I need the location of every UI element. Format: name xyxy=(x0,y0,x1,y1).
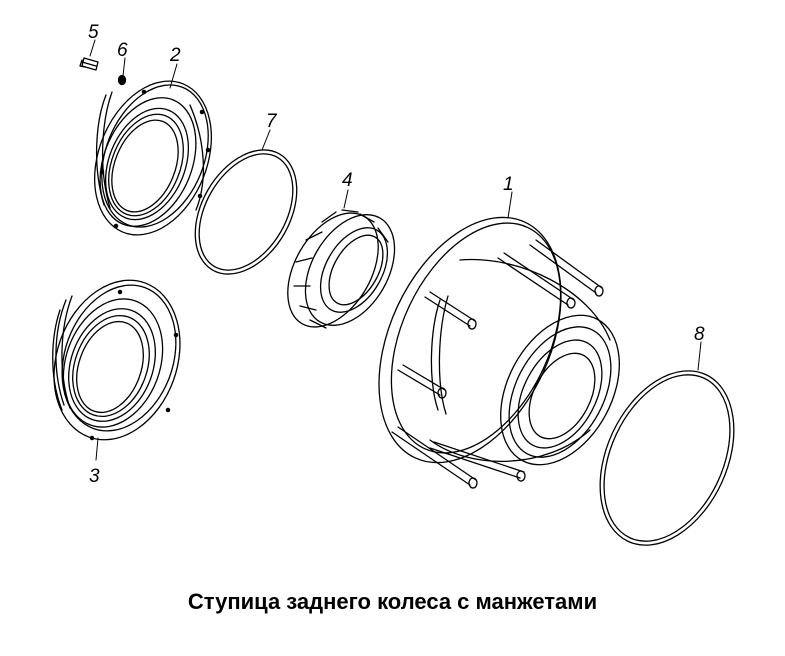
callout-bolt: 5 xyxy=(88,22,99,43)
callout-hub: 1 xyxy=(503,174,514,195)
diagram-caption: Ступица заднего колеса с манжетами xyxy=(187,589,598,614)
callout-ring-large: 8 xyxy=(694,324,705,345)
leader-lines xyxy=(89,39,702,461)
bolt-part xyxy=(79,57,99,71)
bearing-part xyxy=(287,209,396,329)
callout-bearing: 4 xyxy=(342,170,353,191)
callout-ring-small: 7 xyxy=(266,111,278,132)
cuff-lower-part xyxy=(52,279,181,441)
cuff-upper-part xyxy=(93,80,213,236)
callout-cuff-lower: 3 xyxy=(89,466,100,487)
washer-part xyxy=(117,74,127,86)
callout-washer: 6 xyxy=(117,40,128,61)
ring-large-part xyxy=(599,370,735,546)
ring-small-part xyxy=(194,149,298,275)
hub-part xyxy=(378,216,620,489)
callout-cuff-upper: 2 xyxy=(169,45,181,66)
